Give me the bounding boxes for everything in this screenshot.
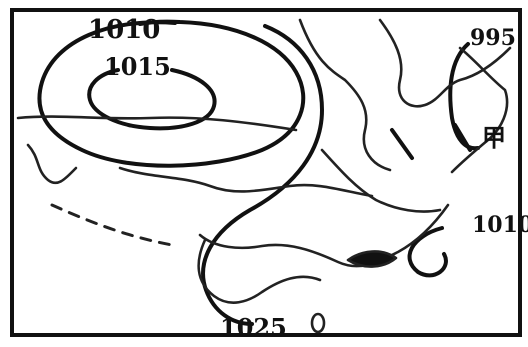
- isobar-label-995: 995: [470, 25, 516, 51]
- isobar-label-1010-west: 1010: [88, 15, 160, 45]
- front-mark-2: [453, 123, 472, 152]
- coastline-north: [298, 18, 392, 172]
- location-glyph: 甲: [482, 123, 506, 152]
- isobar-label-1025: 1025: [220, 313, 287, 342]
- dashed-front: [50, 203, 180, 248]
- isobar-1015-line: [87, 68, 217, 131]
- coastline-south: [198, 203, 450, 268]
- coastline-east: [378, 18, 512, 108]
- isobar-label-1010-east: 1010: [472, 212, 528, 238]
- coastline-southwest: [197, 238, 322, 304]
- river-middle: [118, 166, 374, 198]
- map-frame: [10, 8, 522, 337]
- island-south: [346, 250, 398, 268]
- front-mark-1: [390, 128, 414, 160]
- isobar-label-1015: 1015: [104, 52, 171, 81]
- isobar-1010-west-line: [37, 19, 306, 168]
- border-west: [16, 115, 298, 132]
- border-east: [320, 148, 442, 213]
- coastline-peninsula: [450, 46, 509, 174]
- isobar-1025-line: [201, 24, 324, 326]
- river-west: [26, 143, 78, 185]
- island-taiwan: [310, 312, 326, 334]
- isobar-1010-east-line: [407, 226, 448, 278]
